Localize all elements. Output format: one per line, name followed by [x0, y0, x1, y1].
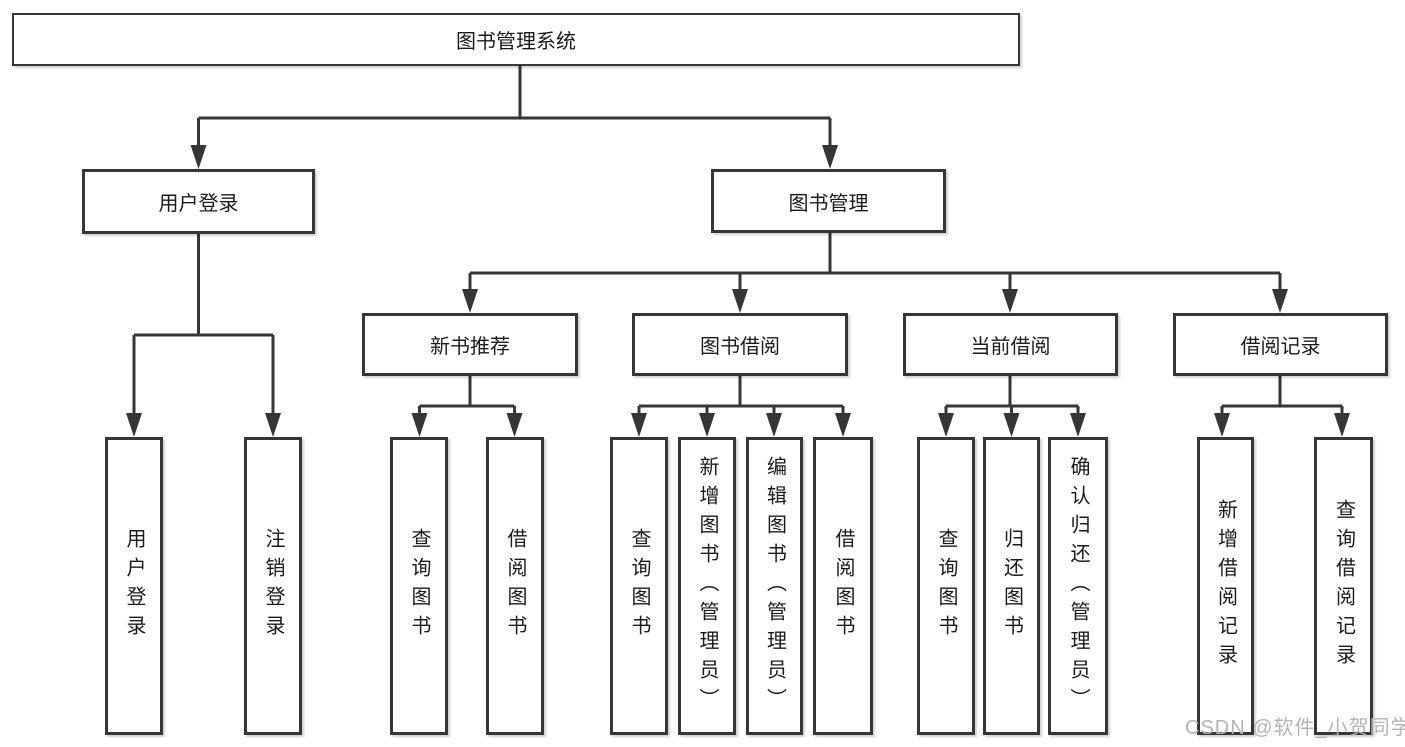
leaf-query-books-borrowing: 查询图书: [610, 437, 668, 735]
node-book-borrowing: 图书借阅: [632, 313, 848, 376]
node-borrowing-records: 借阅记录: [1173, 313, 1388, 376]
leaf-borrow-books-recommend: 借阅图书: [486, 437, 544, 735]
csdn-watermark: CSDN @软件_小贺同学: [1185, 717, 1405, 739]
leaf-add-borrow-record: 新增借阅记录: [1197, 437, 1254, 735]
leaf-query-books-current: 查询图书: [917, 437, 975, 735]
leaf-query-books-recommend: 查询图书: [390, 437, 448, 735]
leaf-query-borrow-record: 查询借阅记录: [1314, 437, 1373, 735]
leaf-logout: 注销登录: [244, 437, 302, 735]
leaf-return-book: 归还图书: [983, 437, 1040, 735]
node-user-login: 用户登录: [82, 169, 315, 234]
leaf-user-login: 用户登录: [105, 437, 163, 735]
node-book-management: 图书管理: [711, 169, 946, 233]
leaf-confirm-return-admin: 确认归还（管理员）: [1048, 437, 1108, 735]
node-new-book-recommendation: 新书推荐: [362, 313, 578, 376]
node-library-management-system: 图书管理系统: [12, 13, 1020, 66]
leaf-edit-book-admin: 编辑图书（管理员）: [746, 437, 803, 735]
leaf-borrow-books-borrowing: 借阅图书: [813, 437, 873, 735]
leaf-add-book-admin: 新增图书（管理员）: [678, 437, 736, 735]
node-current-borrowing: 当前借阅: [903, 313, 1118, 376]
